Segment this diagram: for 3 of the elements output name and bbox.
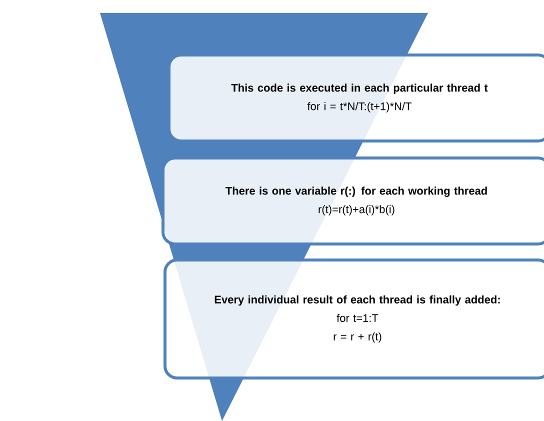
text-box: Every individual result of each thread is finally added: for t=1:T r = r + r(t) xyxy=(164,258,544,380)
text-box: There is one variable r(:) for each working thread r(t)=r(t)+a(i)*b(i) xyxy=(162,156,544,246)
text-box: This code is executed in each particular thread t for i = t*N/T:(t+1)*N/T xyxy=(168,54,544,142)
